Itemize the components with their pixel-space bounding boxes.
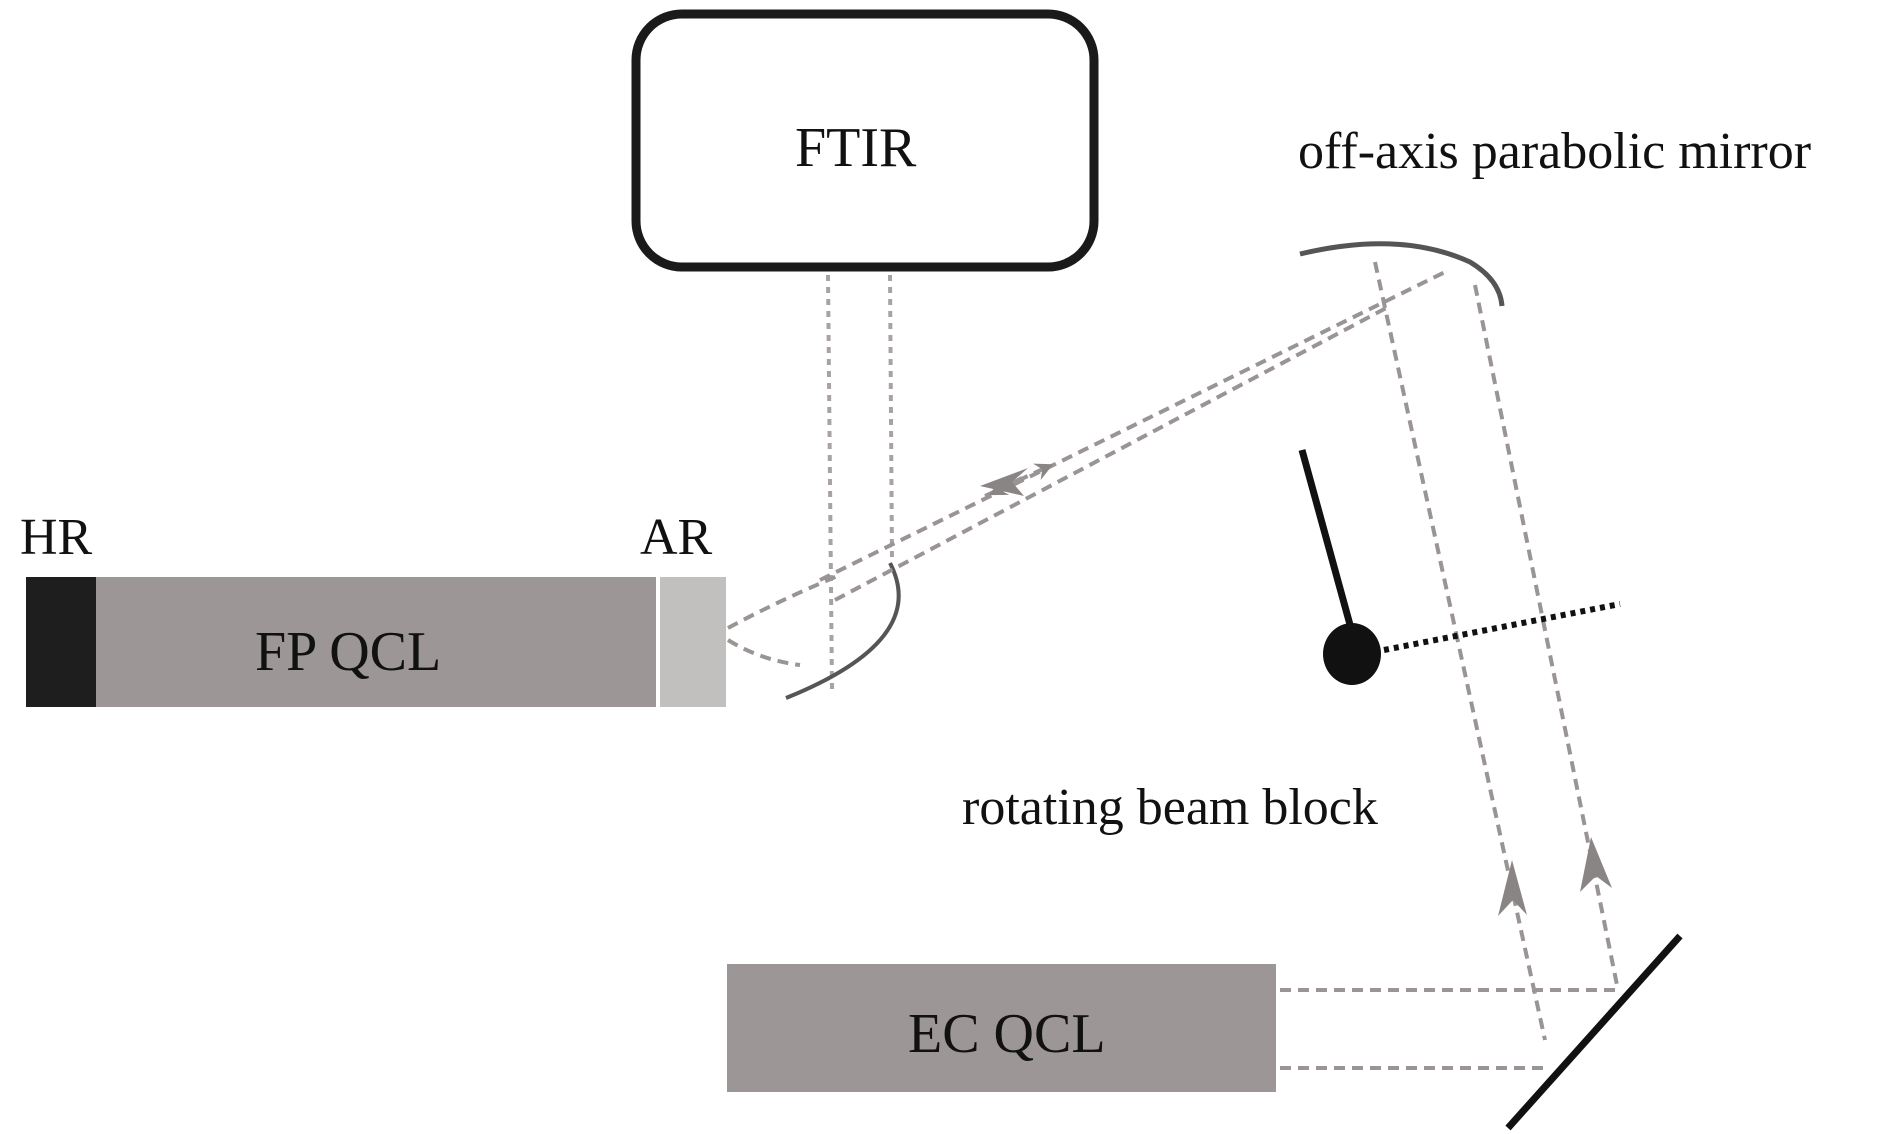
ar-label: AR bbox=[640, 509, 713, 566]
ec-qcl-body bbox=[727, 964, 1276, 1092]
hr-coating bbox=[26, 577, 97, 707]
fp-to-mirror-beams bbox=[726, 270, 1446, 667]
ftir-beams bbox=[826, 274, 894, 691]
collecting-mirror bbox=[785, 562, 901, 700]
ar-coating bbox=[660, 577, 726, 707]
hr-label: HR bbox=[20, 509, 93, 566]
rotating-beam-block-label: rotating beam block bbox=[962, 779, 1378, 836]
beam-arrow-up-left bbox=[1498, 860, 1527, 916]
beam-block-dotted-arm bbox=[1383, 601, 1621, 653]
ftir-box bbox=[631, 9, 1099, 272]
fp-qcl-label: FP QCL bbox=[255, 621, 442, 683]
off-axis-mirror-label: off-axis parabolic mirror bbox=[1298, 123, 1812, 180]
ec-beams bbox=[1280, 988, 1620, 1070]
beam-arrow-up-right bbox=[1580, 837, 1612, 892]
beam-block-hub bbox=[1323, 623, 1381, 685]
beam-arrow-fp-left bbox=[980, 468, 1028, 496]
off-axis-parabolic-mirror bbox=[1299, 241, 1505, 307]
steering-mirror bbox=[1505, 933, 1683, 1131]
fp-qcl-body bbox=[96, 577, 656, 707]
beam-block-arm bbox=[1298, 449, 1356, 633]
vertical-beams bbox=[1373, 261, 1619, 1041]
ftir-label: FTIR bbox=[795, 117, 917, 179]
ec-qcl-label: EC QCL bbox=[908, 1003, 1106, 1065]
